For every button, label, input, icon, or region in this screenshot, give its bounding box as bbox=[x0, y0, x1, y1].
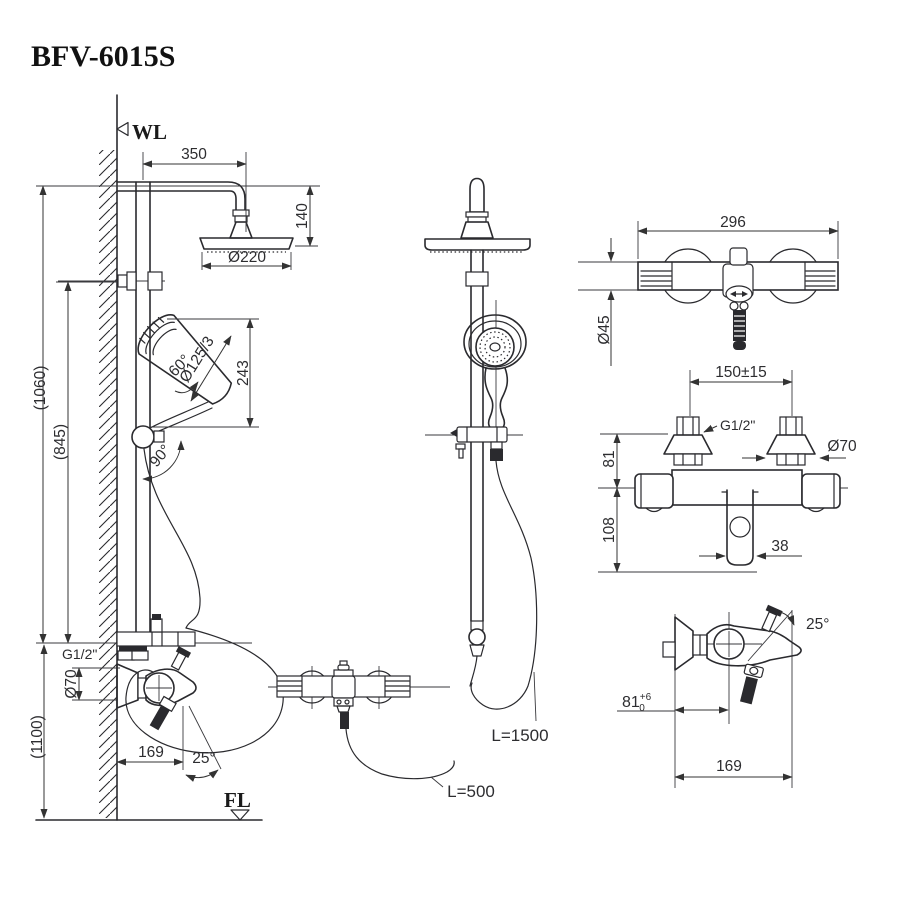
dim-center-to-spout: 108 bbox=[601, 517, 618, 543]
dim-height-overall: (1060) bbox=[32, 366, 49, 411]
spout-front bbox=[726, 489, 754, 566]
mixer-front-view: 150±15 G1/2" Ø70 bbox=[598, 364, 857, 573]
water-level-label: WL bbox=[132, 120, 167, 144]
hose-drop bbox=[143, 448, 201, 629]
dim-height-bar: (845) bbox=[52, 424, 69, 460]
overhead-shower-head bbox=[199, 237, 294, 250]
drawing-title: BFV-6015S bbox=[31, 40, 175, 73]
dim-arm-width: 350 bbox=[181, 146, 207, 163]
mixer-top-view: 296 Ø45 bbox=[578, 214, 839, 366]
top-knob bbox=[729, 247, 748, 266]
mixer-front-small bbox=[268, 660, 450, 729]
connecting-hose bbox=[345, 728, 455, 780]
mixer-body-front bbox=[671, 469, 803, 506]
dim-inlet-centers: 150±15 bbox=[715, 364, 767, 381]
dim-inlet-thread: G1/2" bbox=[62, 646, 97, 662]
hose-ball-joint bbox=[468, 628, 486, 646]
front-view: L=1500 L=500 bbox=[268, 177, 549, 801]
water-level-triangle-icon bbox=[116, 121, 129, 137]
dim-spout-angle: 25° bbox=[192, 750, 215, 767]
inlet-elbow-left bbox=[663, 416, 713, 466]
dim-inlet-thread: G1/2" bbox=[720, 417, 755, 433]
dim-body-diameter: Ø45 bbox=[596, 315, 613, 344]
handle-lever bbox=[761, 604, 783, 633]
dim-height-valve: (1100) bbox=[29, 715, 46, 759]
dim-body-width: 296 bbox=[720, 214, 746, 231]
diverter-outlet bbox=[739, 663, 764, 705]
dim-reach: 169 bbox=[138, 744, 164, 761]
mixer-body-side bbox=[706, 623, 802, 667]
supply-bar bbox=[116, 631, 196, 647]
wall-hatch bbox=[99, 150, 117, 818]
hand-shower-hose bbox=[470, 460, 538, 710]
dim-slide-height: 243 bbox=[235, 360, 252, 386]
mixer-side-small bbox=[116, 646, 197, 731]
dim-head-drop: 140 bbox=[294, 203, 311, 229]
dim-hose-short: L=500 bbox=[447, 782, 495, 801]
floor-level-triangle-icon bbox=[230, 809, 250, 821]
floor-level-label: FL bbox=[224, 788, 251, 812]
riser-pipe bbox=[135, 181, 151, 633]
hand-shower-front bbox=[463, 314, 527, 431]
wall-flange bbox=[674, 616, 694, 671]
dim-head-diameter: Ø220 bbox=[228, 249, 266, 266]
hose-loop bbox=[125, 627, 284, 754]
overhead-shower-front bbox=[424, 238, 531, 251]
dim-center-to-inlet: 81 bbox=[601, 450, 618, 467]
diverter-knob bbox=[469, 177, 485, 213]
slide-bracket bbox=[456, 426, 508, 443]
dim-handle-angle: 25° bbox=[806, 616, 829, 633]
dim-hose-long: L=1500 bbox=[491, 726, 548, 745]
left-elevation-view: WL FL 60° Ø125/3 bbox=[29, 94, 320, 821]
check-valves bbox=[117, 646, 149, 661]
slide-pivot bbox=[131, 425, 155, 449]
dim-spout-width: 38 bbox=[771, 538, 788, 555]
dim-side-reach: 169 bbox=[716, 758, 742, 775]
dim-escutcheon: Ø70 bbox=[63, 669, 80, 699]
pipe-clamp bbox=[147, 271, 163, 291]
dim-escutcheon: Ø70 bbox=[827, 438, 857, 455]
inlet-elbow-right bbox=[766, 416, 816, 466]
